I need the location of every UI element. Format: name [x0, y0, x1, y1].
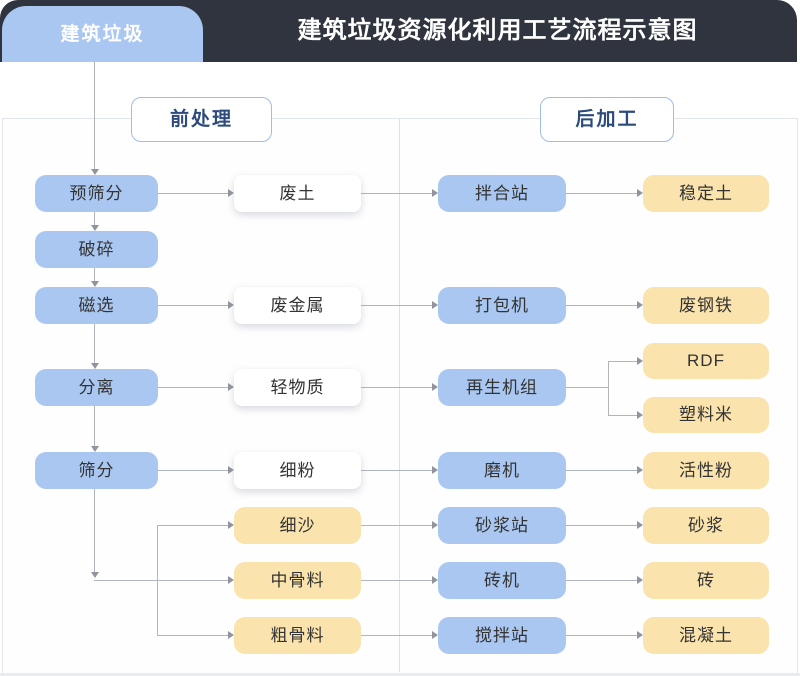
arrow-down-icon: [91, 281, 99, 287]
connector-line: [361, 631, 438, 639]
arrow-right-icon: [637, 357, 643, 365]
arrow-down-icon: [91, 363, 99, 369]
output-node: 细粉: [234, 452, 361, 489]
connector-line: [158, 301, 234, 309]
product-node: 活性粉: [643, 452, 769, 489]
connector-line: [566, 576, 643, 584]
arrow-right-icon: [637, 631, 643, 639]
connector-line: [91, 268, 99, 287]
machine-node: 砖机: [438, 562, 566, 599]
connector-line: [361, 383, 438, 391]
footer-strip: [0, 673, 800, 676]
output-node: 废金属: [234, 287, 361, 324]
arrow-right-icon: [432, 576, 438, 584]
arrow-down-icon: [91, 169, 99, 175]
connector-line: [91, 489, 99, 578]
aggregate-node: 粗骨料: [234, 617, 361, 654]
post-section-label: 后加工: [540, 97, 674, 142]
connector-line: [566, 387, 608, 388]
aggregate-node: 中骨料: [234, 562, 361, 599]
pre-step-node: 破碎: [35, 231, 158, 268]
connector-line: [361, 521, 438, 529]
connector-line: [361, 301, 438, 309]
pre-step-node: 分离: [35, 369, 158, 406]
arrow-right-icon: [228, 189, 234, 197]
pre-section-label: 前处理: [131, 97, 272, 142]
product-node: 废钢铁: [643, 287, 769, 324]
pre-step-node: 磁选: [35, 287, 158, 324]
connector-line: [566, 301, 643, 309]
connector-line: [157, 525, 158, 636]
product-node: 砖: [643, 562, 769, 599]
connector-line: [158, 466, 234, 474]
arrow-right-icon: [637, 301, 643, 309]
connector-line: [608, 361, 609, 416]
arrow-right-icon: [432, 301, 438, 309]
connector-line: [91, 212, 99, 231]
connector-line: [91, 324, 99, 369]
page-title: 建筑垃圾资源化利用工艺流程示意图: [297, 17, 698, 44]
arrow-right-icon: [432, 521, 438, 529]
machine-node: 拌合站: [438, 175, 566, 212]
arrow-right-icon: [228, 521, 234, 529]
arrow-right-icon: [432, 383, 438, 391]
arrow-right-icon: [432, 631, 438, 639]
arrow-down-icon: [91, 225, 99, 231]
divider-line: [399, 119, 400, 672]
arrow-down-icon: [91, 572, 99, 578]
output-node: 轻物质: [234, 369, 361, 406]
connector-line: [361, 189, 438, 197]
connector-line: [566, 521, 643, 529]
machine-node: 再生机组: [438, 369, 566, 406]
pre-step-node: 预筛分: [35, 175, 158, 212]
connector-line: [361, 466, 438, 474]
arrow-down-icon: [91, 446, 99, 452]
arrow-right-icon: [637, 521, 643, 529]
arrow-right-icon: [228, 383, 234, 391]
connector-line: [566, 466, 643, 474]
machine-node: 磨机: [438, 452, 566, 489]
connector-line: [566, 189, 643, 197]
arrow-right-icon: [637, 466, 643, 474]
connector-line: [566, 631, 643, 639]
machine-node: 搅拌站: [438, 617, 566, 654]
connector-line: [158, 383, 234, 391]
connector-line: [608, 357, 643, 365]
arrow-right-icon: [228, 576, 234, 584]
connector-line: [157, 631, 234, 639]
product-node: 砂浆: [643, 507, 769, 544]
output-node: 废土: [234, 175, 361, 212]
connector-line: [158, 189, 234, 197]
connector-line: [94, 576, 234, 584]
arrow-right-icon: [228, 301, 234, 309]
connector-line: [157, 521, 234, 529]
product-node: RDF: [643, 343, 769, 379]
arrow-right-icon: [637, 189, 643, 197]
connector-line: [608, 411, 643, 419]
connector-line: [91, 406, 99, 452]
connector-line: [361, 576, 438, 584]
arrow-right-icon: [432, 189, 438, 197]
machine-node: 打包机: [438, 287, 566, 324]
machine-node: 砂浆站: [438, 507, 566, 544]
pre-step-node: 筛分: [35, 452, 158, 489]
product-node: 塑料米: [643, 397, 769, 433]
connector-line: [91, 62, 99, 175]
arrow-right-icon: [432, 466, 438, 474]
arrow-right-icon: [228, 631, 234, 639]
source-tab: 建筑垃圾: [2, 6, 203, 62]
arrow-right-icon: [637, 411, 643, 419]
product-node: 混凝土: [643, 617, 769, 654]
arrow-right-icon: [228, 466, 234, 474]
product-node: 稳定土: [643, 175, 769, 212]
arrow-right-icon: [637, 576, 643, 584]
aggregate-node: 细沙: [234, 507, 361, 544]
